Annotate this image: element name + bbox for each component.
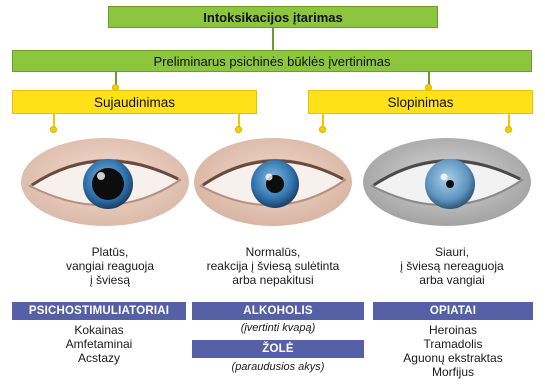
category-cannabis: ŽOLĖ	[192, 340, 364, 358]
excitation-box: Sujaudinimas	[12, 90, 257, 114]
normal-pupil-eye-image	[193, 132, 353, 232]
caption-line: į šviesą	[30, 273, 190, 287]
category-label: ŽOLĖ	[262, 343, 293, 355]
excitation-label: Sujaudinimas	[94, 95, 175, 110]
pupil-description-narrow: Siauri, į šviesą nereaguoja arba vangiai	[372, 245, 532, 287]
list-item: Morfijus	[373, 365, 533, 379]
caption-line: Siauri,	[372, 245, 532, 259]
category-label: ALKOHOLIS	[243, 305, 313, 317]
caption-line: į šviesą nereaguoja	[372, 259, 532, 273]
suspicion-title: Intoksikacijos įtarimas	[203, 10, 342, 25]
pupil-description-wide: Platūs, vangiai reaguoja į šviesą	[30, 245, 190, 287]
assessment-title: Preliminarus psichinės būklės įvertinima…	[154, 54, 391, 69]
category-label: OPIATAI	[430, 305, 476, 317]
dilated-pupil-eye-image	[20, 132, 190, 232]
list-item: Kokainas	[12, 323, 186, 337]
alcohol-note: (įvertinti kvapą)	[192, 322, 364, 334]
list-item: Tramadolis	[373, 337, 533, 351]
category-alcohol: ALKOHOLIS	[192, 302, 364, 320]
suspicion-box: Intoksikacijos įtarimas	[108, 6, 438, 28]
category-opiates: OPIATAI	[373, 302, 533, 320]
caption-line: Platūs,	[30, 245, 190, 259]
constricted-pupil-eye-image	[362, 132, 532, 232]
opiates-list: Heroinas Tramadolis Aguonų ekstraktas Mo…	[373, 323, 533, 379]
connector-top	[272, 28, 274, 50]
note-text: (įvertinti kvapą)	[241, 322, 316, 334]
inhibition-box: Slopinimas	[308, 90, 533, 114]
caption-line: arba vangiai	[372, 273, 532, 287]
category-psychostimulants: PSICHOSTIMULIATORIAI	[12, 302, 186, 320]
note-text: (paraudusios akys)	[232, 361, 325, 373]
list-item: Acstazy	[12, 351, 186, 365]
psychostimulants-list: Kokainas Amfetaminai Acstazy	[12, 323, 186, 365]
category-label: PSICHOSTIMULIATORIAI	[29, 305, 169, 317]
cannabis-note: (paraudusios akys)	[192, 361, 364, 373]
assessment-box: Preliminarus psichinės būklės įvertinima…	[12, 50, 532, 72]
pupil-description-normal: Normalūs, reakcija į šviesą sulėtinta ar…	[188, 245, 358, 287]
list-item: Amfetaminai	[12, 337, 186, 351]
caption-line: reakcija į šviesą sulėtinta	[188, 259, 358, 273]
caption-line: arba nepakitusi	[188, 273, 358, 287]
caption-line: vangiai reaguoja	[30, 259, 190, 273]
list-item: Aguonų ekstraktas	[373, 351, 533, 365]
inhibition-label: Slopinimas	[387, 95, 453, 110]
caption-line: Normalūs,	[188, 245, 358, 259]
list-item: Heroinas	[373, 323, 533, 337]
